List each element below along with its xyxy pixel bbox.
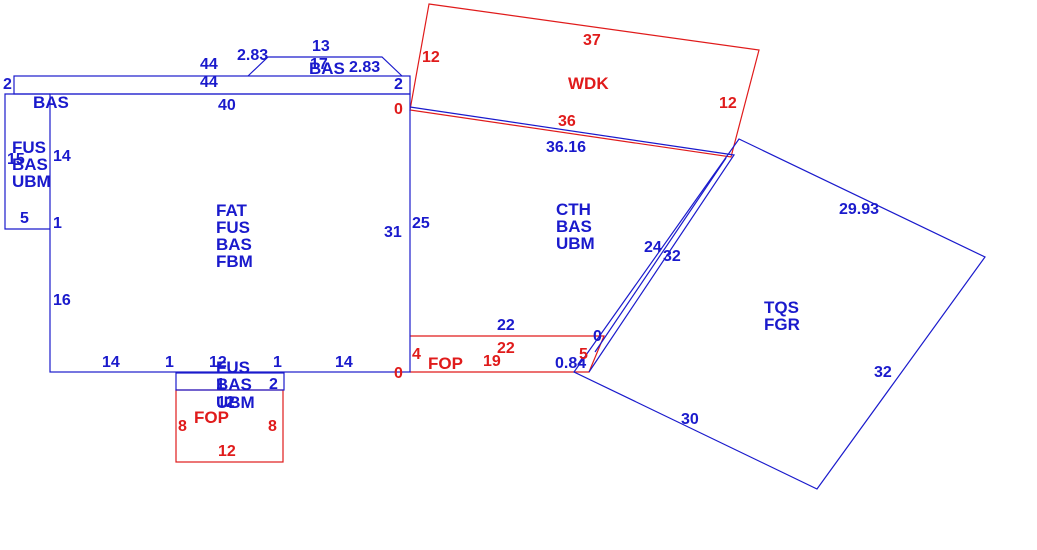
left-wing-code-3: UBM [12,172,51,191]
bay-outline [175,372,285,391]
left-wing-dim-bottom: 5 [20,210,29,227]
main-dim-left-mid: 1 [53,215,62,232]
front-porch-dim-left: 4 [412,346,421,363]
deck-outline [409,3,760,158]
front-porch-dim-corner-bottom: 0 [394,365,403,382]
top-strip-dim-top: 44 [200,56,218,73]
deck-dim-right: 12 [719,95,737,112]
top-bump-dim-right-diag: 2.83 [349,59,380,76]
garage-dim-corner: 0.84 [555,355,586,372]
top-strip-outline [13,75,411,95]
tqs-dim-left: 32 [663,248,681,265]
main-dim-bottom-b: 12 [209,354,227,371]
front-porch-dim-right: 5 [579,346,588,363]
tqs-dim-right: 32 [874,364,892,381]
garage-code-3: UBM [556,234,595,253]
main-code-1: FAT [216,201,247,220]
tqs-code-2: FGR [764,315,800,334]
front-porch-dim-top: 22 [497,340,515,357]
main-dim-bottom-left: 14 [102,354,120,371]
left-wing-code-2: BAS [12,155,48,174]
deck-dim-corner: 0 [394,101,403,118]
front-porch-dim-bottom: 19 [483,353,501,370]
main-code-3: BAS [216,235,252,254]
bottom-porch-dim-right: 8 [268,418,277,435]
bay-label: FUS BAS UBM [216,358,255,412]
bottom-porch-dim-bottom: 12 [218,443,236,460]
deck-dim-bottom: 36 [558,113,576,130]
main-code-4: FBM [216,252,253,271]
garage-outline [409,106,736,373]
front-porch-dim-corner-top: 0 [593,328,602,345]
bay-dim-top: 12 [217,394,235,411]
bay-code-2: BAS [216,375,252,394]
bay-code-1: FUS [216,358,250,377]
main-area-label: FAT FUS BAS FBM [216,201,253,271]
main-dim-top: 40 [218,97,236,114]
top-bump-dim-inner: 17 [310,56,328,73]
top-strip-label: BAS [33,93,69,112]
garage-dim-top: 36.16 [546,139,586,156]
bottom-porch-label: FOP [194,408,229,427]
left-wing-dim-side: 15 [7,151,25,168]
front-porch-outline [410,335,605,373]
left-wing-label: FUS BAS UBM [12,138,51,191]
deck-label: WDK [568,74,609,93]
main-dim-left-lower: 16 [53,292,71,309]
top-bump-dim-top: 13 [312,38,330,55]
top-strip-dim-left: 2 [3,76,12,93]
main-dim-bottom-a: 1 [165,354,174,371]
garage-code-1: CTH [556,200,591,219]
bottom-porch-dim-left: 8 [178,418,187,435]
garage-code-2: BAS [556,217,592,236]
tqs-outline [573,138,986,490]
main-dim-bottom-c: 1 [273,354,282,371]
garage-dim-bottom: 22 [497,317,515,334]
main-dim-bottom-right: 14 [335,354,353,371]
top-bump-outline [247,56,403,77]
garage-dim-left: 25 [412,215,430,232]
main-code-2: FUS [216,218,250,237]
left-wing-code-1: FUS [12,138,46,157]
garage-dim-diag: 24 [644,239,662,256]
garage-label: CTH BAS UBM [556,200,595,253]
tqs-dim-bottom: 30 [681,411,699,428]
tqs-code-1: TQS [764,298,799,317]
main-dim-right: 31 [384,224,402,241]
top-bump-dim-left-diag: 2.83 [237,47,268,64]
top-strip-dim-right: 2 [394,76,403,93]
bay-dim-left: 1 [216,376,225,393]
left-wing-outline [4,93,50,230]
deck-dim-left: 12 [422,49,440,66]
front-porch-label: FOP [428,354,463,373]
bay-dim-right: 2 [269,376,278,393]
bay-code-3: UBM [216,393,255,412]
garage-inner-edge [594,157,727,353]
top-bump-label: BAS [309,59,345,78]
deck-dim-top: 37 [583,32,601,49]
main-dim-left-upper: 14 [53,148,71,165]
top-strip-dim-inner: 44 [200,74,218,91]
tqs-label: TQS FGR [764,298,800,334]
tqs-dim-top: 29.93 [839,201,879,218]
